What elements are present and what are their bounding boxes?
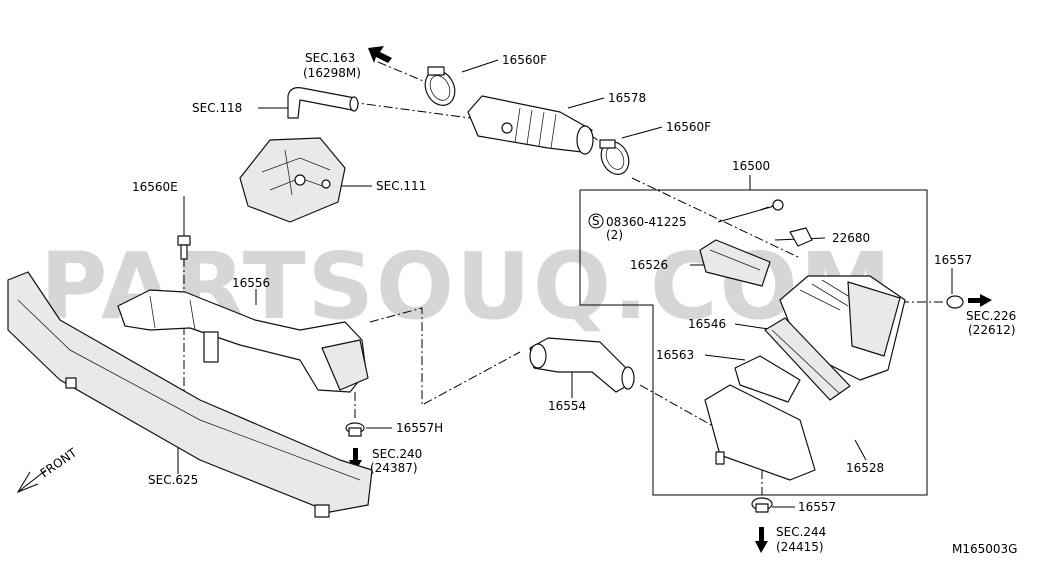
grommet-16557-right bbox=[946, 295, 964, 309]
label-16557h: 16557H bbox=[396, 421, 443, 435]
label-sec118: SEC.118 bbox=[192, 101, 242, 115]
filter-element-16526 bbox=[699, 239, 771, 287]
label-16560f-right: 16560F bbox=[666, 120, 711, 134]
label-16560e: 16560E bbox=[132, 180, 178, 194]
grommet-16557h bbox=[345, 422, 365, 437]
label-sec226-sub: (22612) bbox=[968, 323, 1016, 337]
label-sec240-sub: (24387) bbox=[370, 461, 418, 475]
assembly-box-outline bbox=[579, 189, 928, 496]
air-cleaner-body-16528 bbox=[704, 355, 816, 481]
label-sec163-sub: (16298M) bbox=[303, 66, 361, 80]
label-sec111: SEC.111 bbox=[376, 179, 426, 193]
label-08360-41225: 08360-41225 bbox=[606, 215, 687, 229]
label-16557-bottom: 16557 bbox=[798, 500, 836, 514]
label-08360-qty: (2) bbox=[606, 228, 623, 242]
screw-08360-41225 bbox=[588, 199, 784, 229]
label-16557-right: 16557 bbox=[934, 253, 972, 267]
screw-symbol-icon bbox=[588, 213, 604, 229]
label-sec163: SEC.163 bbox=[305, 51, 355, 65]
label-front: FRONT bbox=[38, 445, 80, 480]
engine-cover-sec111 bbox=[239, 137, 346, 223]
arrow-to-sec244-icon bbox=[755, 527, 768, 553]
clip-22680 bbox=[789, 227, 813, 247]
label-16560f-top: 16560F bbox=[502, 53, 547, 67]
grommet-16557-bottom bbox=[751, 497, 773, 513]
label-16563: 16563 bbox=[656, 348, 694, 362]
label-sec240: SEC.240 bbox=[372, 447, 422, 461]
air-duct-16578 bbox=[467, 95, 594, 155]
arrow-to-sec163-icon bbox=[368, 46, 392, 63]
arrow-to-sec226-icon bbox=[968, 294, 992, 307]
bolt-16560e bbox=[177, 235, 191, 260]
hose-clamp-16560f-top bbox=[424, 66, 456, 106]
hose-clamp-16560f-right bbox=[599, 139, 630, 175]
label-16554: 16554 bbox=[548, 399, 586, 413]
label-22680: 22680 bbox=[832, 231, 870, 245]
diagram-code: M165003G bbox=[952, 542, 1017, 556]
air-duct-16554 bbox=[529, 337, 635, 393]
label-16500: 16500 bbox=[732, 159, 770, 173]
label-sec244-sub: (24415) bbox=[776, 540, 824, 554]
breather-hose-sec118 bbox=[287, 87, 359, 119]
front-arrow-icon bbox=[16, 469, 47, 494]
label-16546: 16546 bbox=[688, 317, 726, 331]
label-sec226: SEC.226 bbox=[966, 309, 1016, 323]
label-sec625: SEC.625 bbox=[148, 473, 198, 487]
label-screw-symbol: S bbox=[592, 214, 600, 228]
label-16578: 16578 bbox=[608, 91, 646, 105]
label-16526: 16526 bbox=[630, 258, 668, 272]
filter-16563 bbox=[764, 317, 851, 401]
air-inlet-duct-16556 bbox=[117, 289, 369, 393]
label-16556: 16556 bbox=[232, 276, 270, 290]
radiator-core-support-sec625 bbox=[7, 271, 373, 518]
label-16528: 16528 bbox=[846, 461, 884, 475]
label-sec244: SEC.244 bbox=[776, 525, 826, 539]
